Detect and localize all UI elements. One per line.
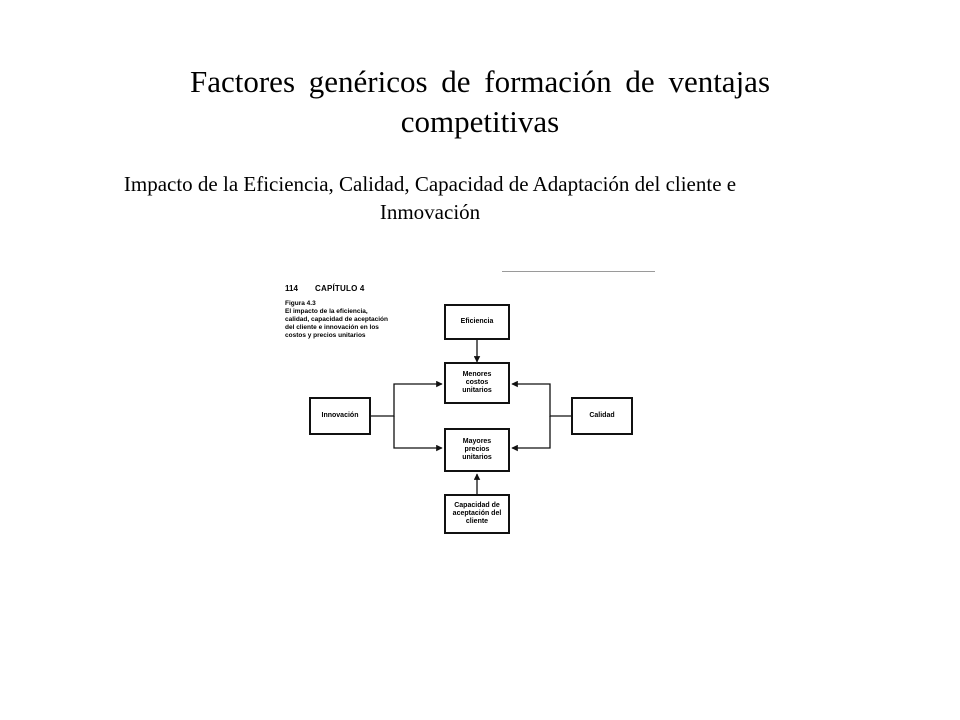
node-calidad: Calidad — [571, 397, 633, 435]
arrow-calidad-to-costos — [511, 380, 572, 417]
arrow-calidad-to-precios — [511, 416, 551, 452]
node-capacidad-aceptacion: Capacidad de aceptación del cliente — [444, 494, 510, 534]
slide-title: Factores genéricos de formación de venta… — [189, 64, 771, 139]
slide-subtitle: Impacto de la Eficiencia, Calidad, Capac… — [123, 172, 737, 224]
figure-caption-text: El impacto de la eficiencia, calidad, ca… — [285, 308, 388, 339]
node-mayores-precios: Mayores precios unitarios — [444, 428, 510, 472]
diagram-connectors — [370, 340, 572, 494]
arrow-innovacion-to-costos — [370, 380, 443, 417]
node-menores-costos: Menores costos unitarios — [444, 362, 510, 404]
figure-caption: Figura 4.3 El impacto de la eficiencia, … — [285, 300, 390, 340]
page-number: 114 — [285, 284, 298, 293]
chapter-label: CAPÍTULO 4 — [315, 284, 365, 293]
node-innovacion: Innovación — [309, 397, 371, 435]
figure-label: Figura 4.3 — [285, 300, 316, 307]
node-eficiencia: Eficiencia — [444, 304, 510, 340]
arrow-innovacion-to-precios — [393, 416, 443, 452]
scan-rule — [502, 271, 655, 272]
scanned-figure: 114 CAPÍTULO 4 Figura 4.3 El impacto de … — [282, 268, 662, 538]
